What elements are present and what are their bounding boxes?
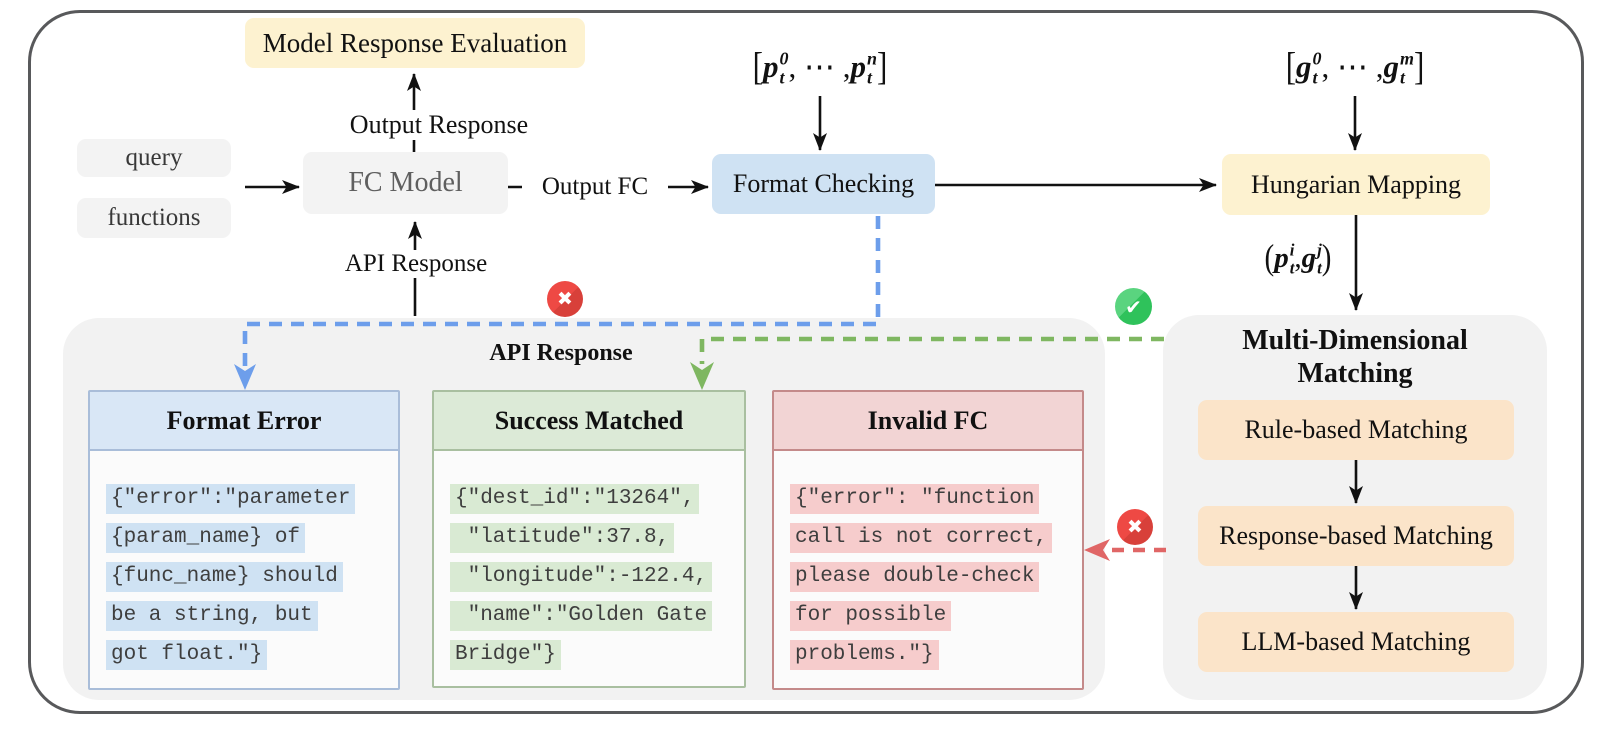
- code-line: "name":"Golden Gate: [450, 601, 713, 631]
- diagram-outer-frame: [28, 10, 1584, 714]
- code-line: {func_name} should: [106, 562, 343, 592]
- functions-node: functions: [77, 198, 231, 238]
- output-response-label: Output Response: [336, 110, 542, 140]
- code-line: "latitude":37.8,: [450, 523, 675, 553]
- format-error-card-title: Format Error: [90, 392, 398, 451]
- matching-panel-title-line2: Matching: [1297, 358, 1413, 389]
- api-response-edge-label: API Response: [330, 250, 502, 278]
- code-line: "longitude":-122.4,: [450, 562, 713, 592]
- code-line: got float."}: [106, 640, 268, 670]
- response-based-matching-step: Response-based Matching: [1198, 506, 1514, 566]
- code-line: please double-check: [790, 562, 1040, 592]
- output-fc-label: Output FC: [522, 173, 668, 201]
- code-line: Bridge"}: [450, 640, 561, 670]
- success-matched-card-title: Success Matched: [434, 392, 744, 451]
- success-matched-card-code: {"dest_id":"13264", "latitude":37.8, "lo…: [434, 451, 744, 686]
- invalid-cross-icon: ✖: [1117, 509, 1153, 545]
- invalid-fc-card: Invalid FC {"error": "function call is no…: [772, 390, 1084, 690]
- invalid-fc-card-code: {"error": "function call is not correct, p…: [774, 451, 1082, 688]
- code-line: be a string, but: [106, 601, 318, 631]
- code-line: for possible: [790, 601, 952, 631]
- success-check-icon: ✔: [1115, 288, 1152, 325]
- fc-model-node: FC Model: [303, 152, 508, 214]
- code-line: call is not correct,: [790, 523, 1053, 553]
- code-line: {"error":"parameter: [106, 484, 356, 514]
- llm-based-matching-step: LLM-based Matching: [1198, 612, 1514, 672]
- code-line: {"error": "function: [790, 484, 1040, 514]
- success-matched-card: Success Matched {"dest_id":"13264", "lat…: [432, 390, 746, 688]
- code-line: {"dest_id":"13264",: [450, 484, 700, 514]
- code-line: problems."}: [790, 640, 939, 670]
- matching-panel-title: Multi-Dimensional Matching: [1163, 324, 1547, 390]
- matching-panel-title-line1: Multi-Dimensional: [1242, 325, 1468, 356]
- format-checking-node: Format Checking: [712, 154, 935, 214]
- format-error-card: Format Error {"error":"parameter {param_n…: [88, 390, 400, 690]
- rule-based-matching-step: Rule-based Matching: [1198, 400, 1514, 460]
- api-response-panel-title: API Response: [489, 340, 633, 366]
- hungarian-mapping-node: Hungarian Mapping: [1222, 154, 1490, 215]
- format-error-card-code: {"error":"parameter {param_name} of {func_…: [90, 451, 398, 688]
- code-line: {param_name} of: [106, 523, 306, 553]
- model-response-evaluation-node: Model Response Evaluation: [245, 18, 585, 68]
- error-cross-icon: ✖: [547, 281, 583, 317]
- invalid-fc-card-title: Invalid FC: [774, 392, 1082, 451]
- query-node: query: [77, 139, 231, 177]
